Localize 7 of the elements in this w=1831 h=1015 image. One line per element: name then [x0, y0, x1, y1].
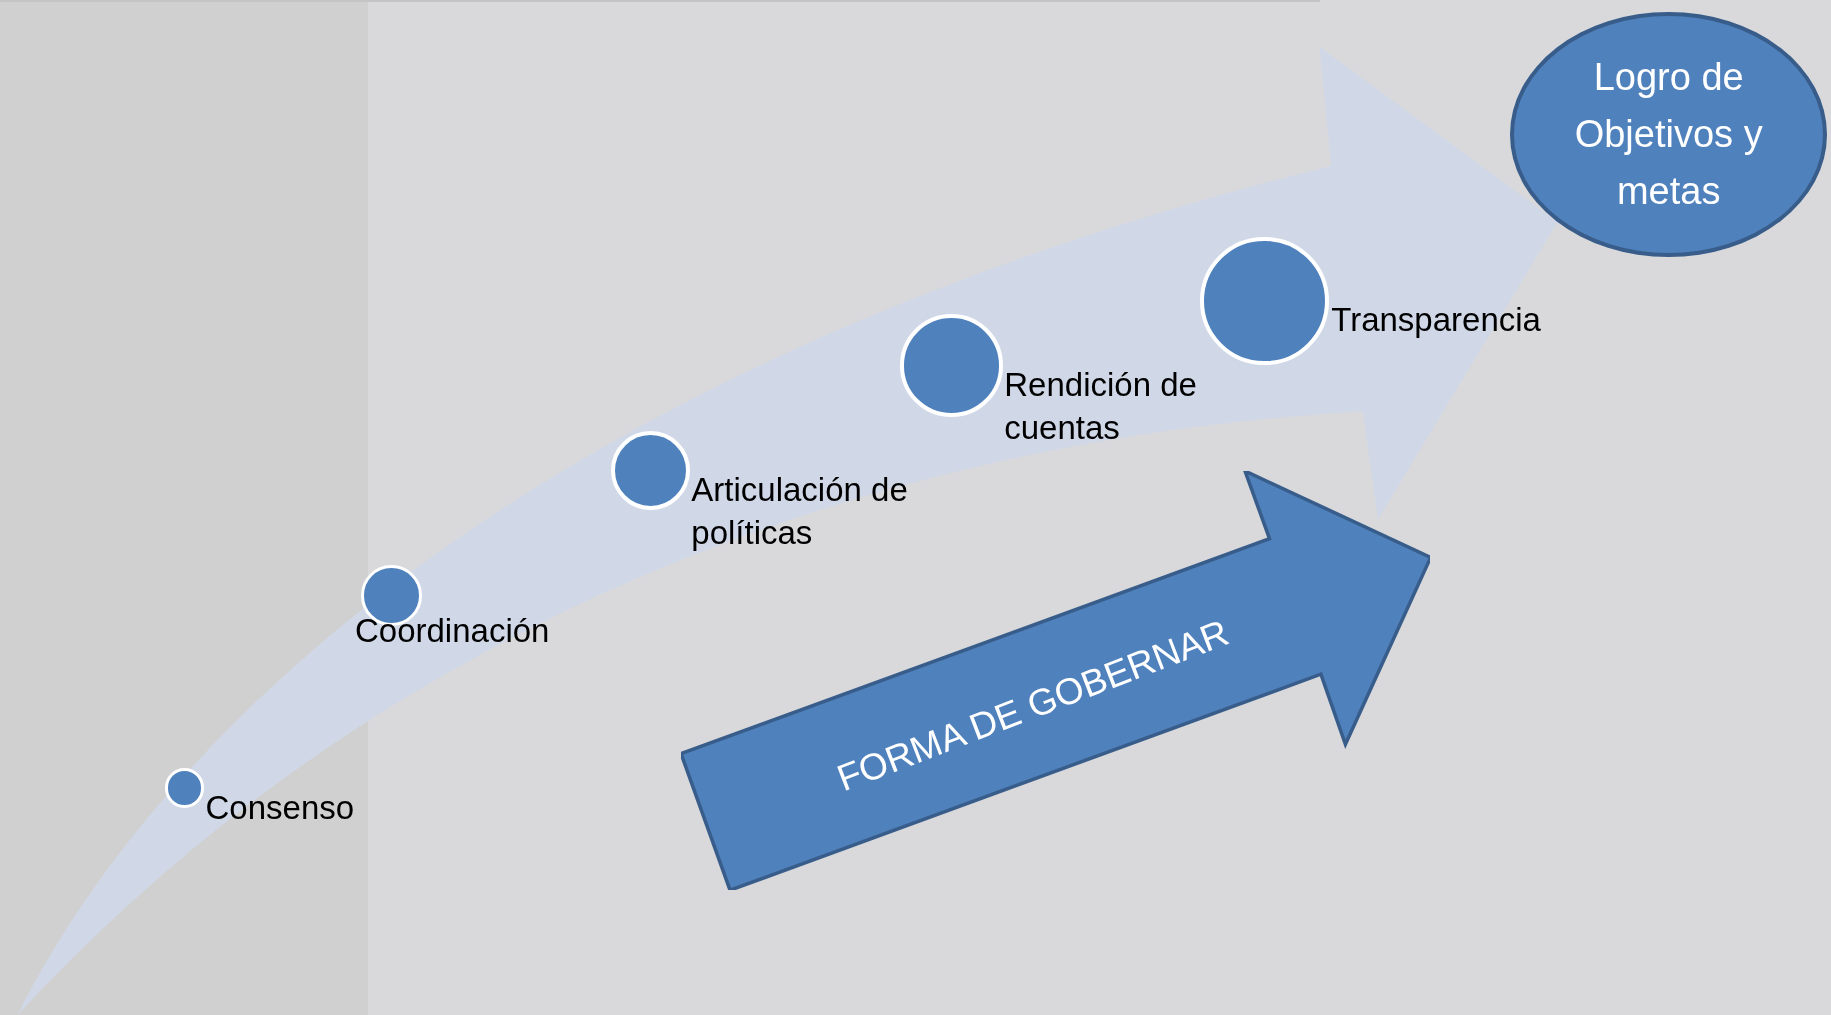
block-arrow — [680, 470, 1431, 890]
step-label: Consenso — [205, 788, 355, 829]
step-label: Articulación de políticas — [691, 470, 909, 554]
goal-text: Logro de Objetivos y metas — [1573, 54, 1764, 214]
step-label: Transparencia — [1331, 299, 1541, 340]
step-label: Rendición de cuentas — [1004, 365, 1198, 449]
step-label: Coordinación — [355, 610, 550, 651]
